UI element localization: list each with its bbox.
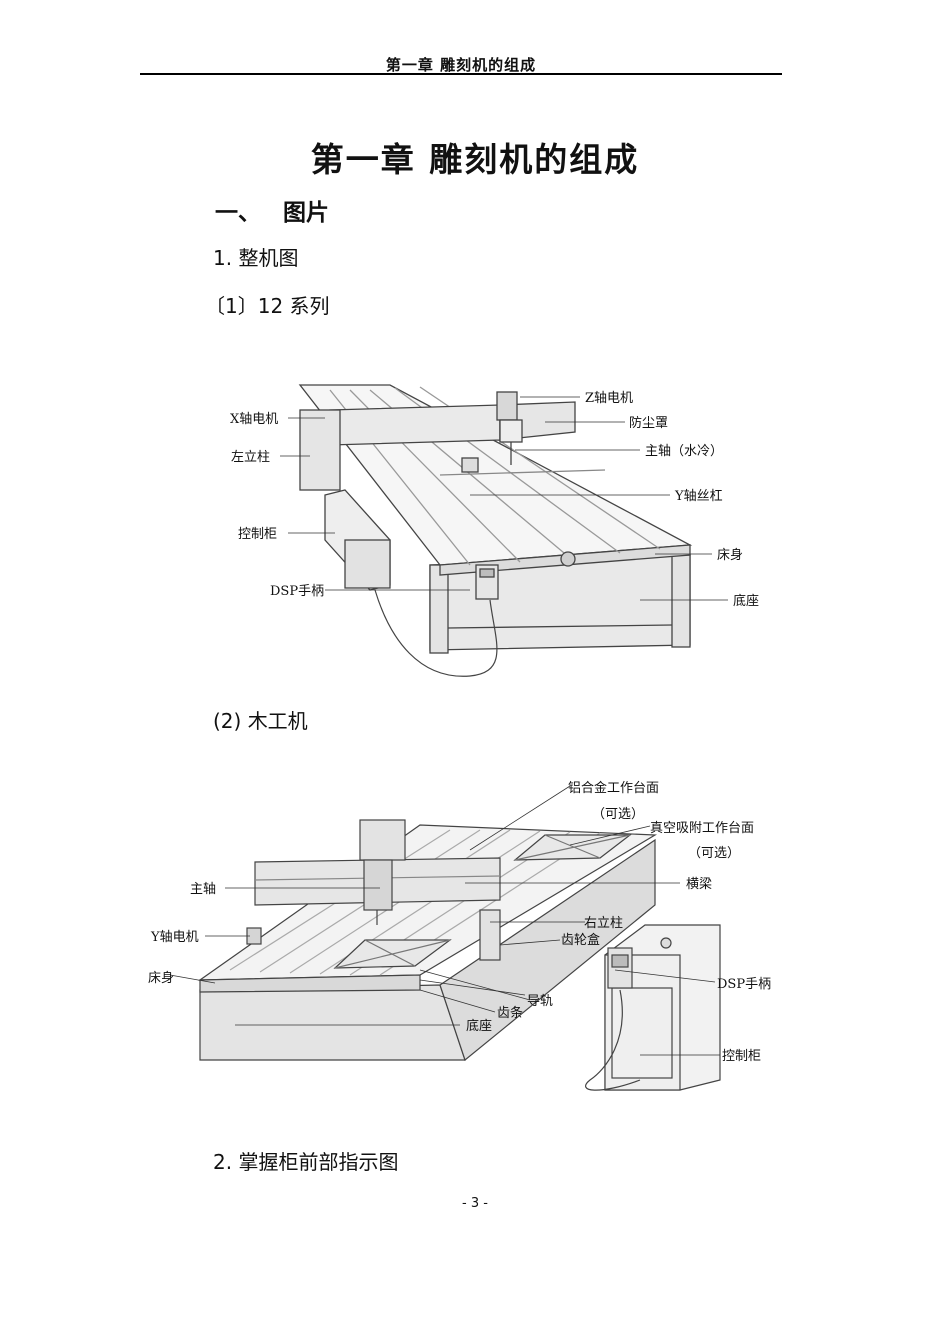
- running-header: 第一章 雕刻机的组成: [385, 56, 537, 74]
- figure-12-series: Z轴电机 防尘罩 主轴（水冷） Y轴丝杠 床身 底座 X轴电机 左立柱 控制柜 …: [0, 370, 950, 690]
- header-rule: [140, 73, 782, 75]
- label-dsp-handle: DSP手柄: [270, 584, 324, 599]
- label-y-screw: Y轴丝杠: [674, 488, 723, 504]
- label-aluminum-table: 铝合金工作台面: [568, 780, 659, 796]
- label-optional-1: （可选）: [592, 807, 644, 822]
- item-series-12: 〔1〕12 系列: [205, 294, 330, 318]
- label-bed: 床身: [148, 970, 174, 986]
- item-woodworking: (2) 木工机: [213, 709, 308, 733]
- label-spindle-water: 主轴（水冷）: [645, 444, 723, 459]
- label-dsp-handle: DSP手柄: [717, 977, 771, 992]
- label-spindle: 主轴: [190, 882, 216, 897]
- label-bed: 床身: [717, 547, 743, 563]
- label-y-motor: Y轴电机: [150, 930, 199, 945]
- item-cabinet-front: 2. 掌握柜前部指示图: [213, 1150, 399, 1174]
- label-z-motor: Z轴电机: [585, 391, 633, 406]
- figure-woodworking: 铝合金工作台面 （可选） 真空吸附工作台面 （可选） 横梁 主轴 右立柱 齿轮盒…: [0, 770, 950, 1100]
- label-guide-rail: 导轨: [527, 994, 553, 1009]
- label-x-motor: X轴电机: [230, 412, 278, 427]
- label-control-cabinet: 控制柜: [722, 1049, 761, 1064]
- chapter-title: 第一章 雕刻机的组成: [310, 140, 640, 179]
- section-title: 图片: [283, 200, 329, 226]
- label-beam: 横梁: [686, 877, 712, 892]
- section-heading: 一、图片: [215, 193, 329, 227]
- label-optional-2: （可选）: [688, 846, 740, 861]
- label-rack: 齿条: [497, 1005, 523, 1021]
- section-number: 一、: [215, 200, 261, 226]
- label-right-column: 右立柱: [584, 916, 623, 931]
- label-left-column: 左立柱: [231, 450, 270, 465]
- page-number: - 3 -: [462, 1196, 488, 1211]
- label-vacuum-table: 真空吸附工作台面: [650, 821, 754, 836]
- label-base: 底座: [733, 593, 759, 609]
- label-dust-cover: 防尘罩: [629, 415, 668, 431]
- label-control-cabinet: 控制柜: [238, 527, 277, 542]
- label-base: 底座: [466, 1018, 492, 1034]
- item-whole-machine: 1. 整机图: [213, 246, 299, 270]
- label-gearbox: 齿轮盒: [561, 932, 600, 948]
